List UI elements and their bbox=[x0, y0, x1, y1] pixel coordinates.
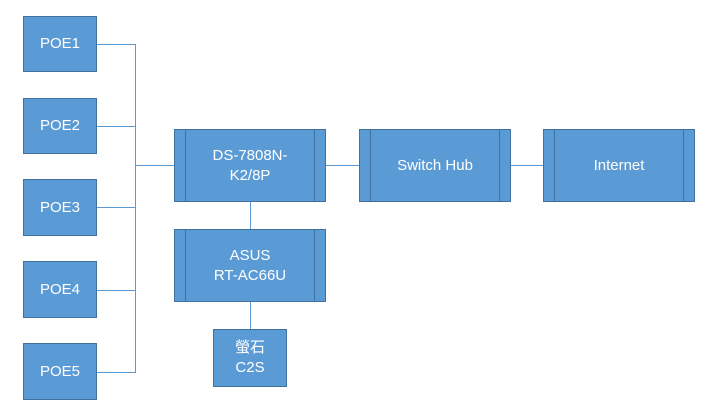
node-switch-hub: Switch Hub bbox=[359, 129, 511, 202]
node-nvr-label: DS-7808N- K2/8P bbox=[212, 146, 288, 184]
node-internet-label: Internet bbox=[593, 156, 645, 174]
node-router-label: ASUS RT-AC66U bbox=[213, 246, 287, 284]
node-poe3: POE3 bbox=[23, 179, 97, 236]
node-poe1: POE1 bbox=[23, 16, 97, 72]
node-poe5-label: POE5 bbox=[39, 362, 81, 380]
node-switch-hub-label: Switch Hub bbox=[397, 156, 473, 174]
node-poe3-label: POE3 bbox=[39, 198, 81, 216]
node-poe5: POE5 bbox=[23, 343, 97, 400]
node-router: ASUS RT-AC66U bbox=[174, 229, 326, 302]
node-poe4: POE4 bbox=[23, 261, 97, 318]
node-poe1-label: POE1 bbox=[39, 35, 81, 52]
node-poe2: POE2 bbox=[23, 98, 97, 154]
node-nvr: DS-7808N- K2/8P bbox=[174, 129, 326, 202]
node-poe2-label: POE2 bbox=[39, 117, 81, 134]
node-camera: 螢石 C2S bbox=[213, 329, 287, 387]
node-poe4-label: POE4 bbox=[39, 280, 81, 298]
node-camera-label: 螢石 C2S bbox=[234, 339, 265, 376]
node-internet: Internet bbox=[543, 129, 695, 202]
